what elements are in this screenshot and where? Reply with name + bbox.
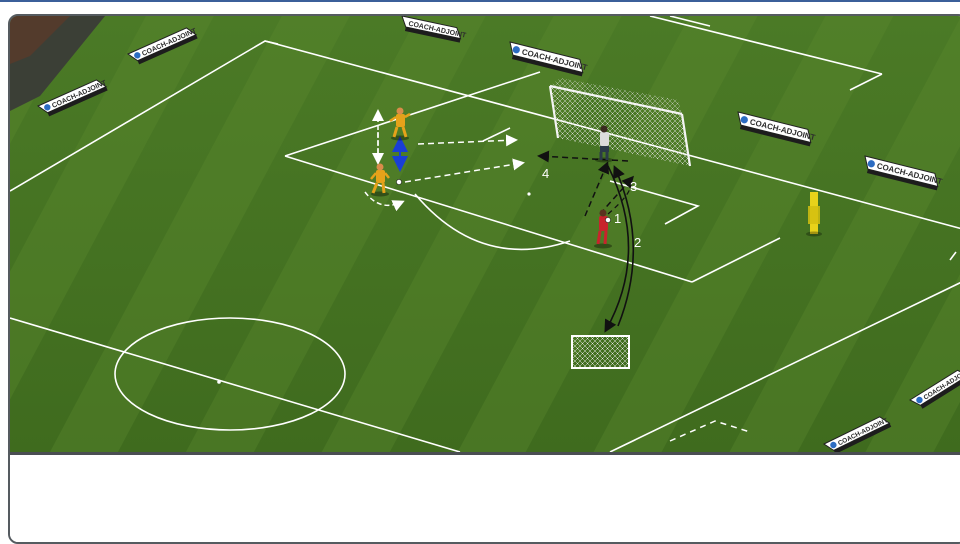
step-label-3: 3: [630, 179, 637, 194]
pitch-canvas: COACH-ADJOINT COACH-ADJOINT COACH-ADJOIN…: [10, 16, 960, 452]
step-label-2: 2: [634, 235, 641, 250]
step-label-1: 1: [614, 211, 621, 226]
pitch-view[interactable]: COACH-ADJOINT COACH-ADJOINT COACH-ADJOIN…: [10, 16, 960, 452]
ball-icon[interactable]: [396, 179, 401, 184]
penalty-spot: [527, 192, 530, 195]
mini-goal[interactable]: [572, 336, 629, 368]
caption-area[interactable]: [10, 452, 960, 544]
ball-icon[interactable]: [605, 217, 610, 222]
step-label-4: 4: [542, 166, 549, 181]
centre-spot: [217, 380, 221, 384]
board-frame: COACH-ADJOINT COACH-ADJOINT COACH-ADJOIN…: [8, 14, 960, 544]
